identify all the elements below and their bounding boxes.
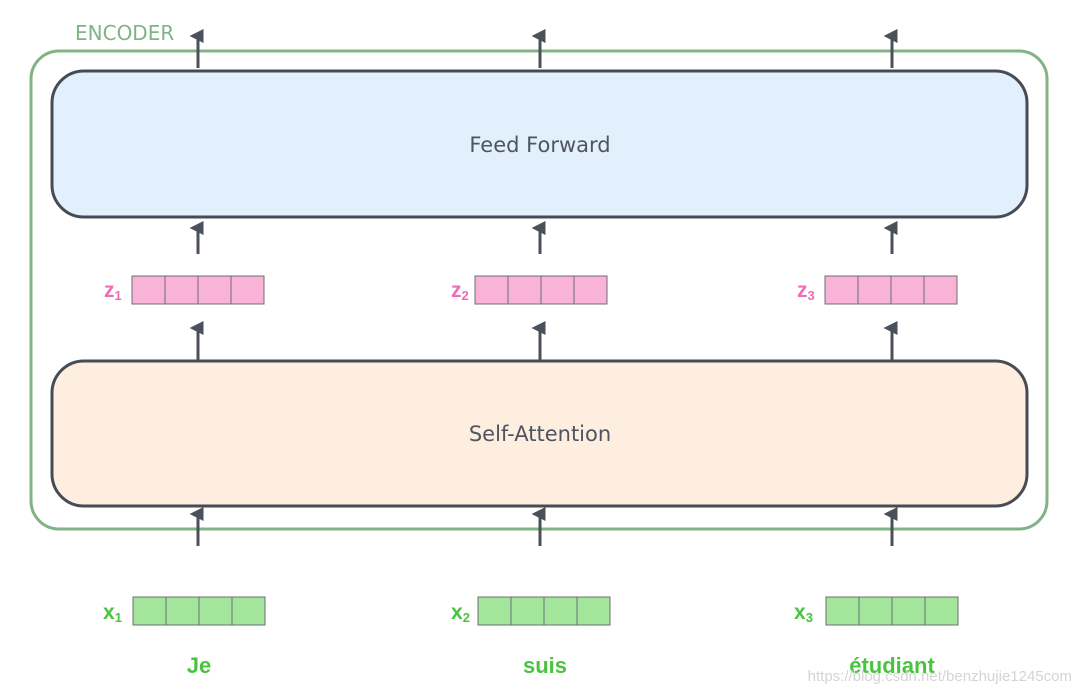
z3-vector: z3 (797, 275, 958, 305)
svg-text:z3: z3 (797, 279, 815, 303)
x2-cells (477, 596, 611, 626)
x-vector-cell (132, 596, 167, 626)
x-vector-cell (198, 596, 233, 626)
word-je: Je (187, 653, 211, 678)
z1-subscript: 1 (115, 288, 122, 303)
self-attention-label: Self-Attention (469, 422, 611, 446)
z3-subscript: 3 (808, 288, 815, 303)
svg-text:z1: z1 (104, 279, 122, 303)
x3-subscript: 3 (806, 610, 813, 625)
x-vector-cell (231, 596, 266, 626)
x-vector-cell (510, 596, 545, 626)
feed-forward-label: Feed Forward (469, 133, 610, 157)
self-attention-block (50, 359, 1029, 508)
z2-cells (474, 275, 608, 305)
svg-text:z2: z2 (451, 279, 469, 303)
x2-label: x (451, 601, 463, 624)
z1-label: z (104, 279, 115, 302)
z-vector-cell (857, 275, 892, 305)
arrows-group (189, 29, 898, 546)
z-vector-cell (540, 275, 575, 305)
z-vector-cell (573, 275, 608, 305)
x1-label: x (103, 601, 115, 624)
x-vector-cell (477, 596, 512, 626)
z-vector-cell (131, 275, 166, 305)
svg-text:x2: x2 (451, 601, 470, 625)
encoder-title: ENCODER (75, 21, 174, 45)
x3-cells (825, 596, 959, 626)
z2-label: z (451, 279, 462, 302)
z-vector-cell (197, 275, 232, 305)
x-vector-cell (924, 596, 959, 626)
z-vector-cell (890, 275, 925, 305)
z3-label: z (797, 279, 808, 302)
word-etudiant: étudiant (849, 653, 935, 678)
x-vector-cell (858, 596, 893, 626)
x-vector-cell (891, 596, 926, 626)
z2-vector: z2 (451, 275, 608, 305)
z-vector-cell (164, 275, 199, 305)
feed-forward-block (50, 69, 1029, 219)
svg-text:x1: x1 (103, 601, 122, 625)
z2-subscript: 2 (462, 288, 469, 303)
z-vector-cell (474, 275, 509, 305)
x1-cells (132, 596, 266, 626)
x1-subscript: 1 (115, 610, 122, 625)
x3-label: x (794, 601, 806, 624)
watermark: https://blog.csdn.net/benzhujie1245com (808, 668, 1072, 685)
x-vector-cell (543, 596, 578, 626)
x-vector-cell (576, 596, 611, 626)
word-suis: suis (523, 653, 567, 678)
x3-vector: x3 (794, 596, 959, 626)
z-vector-cell (824, 275, 859, 305)
x2-subscript: 2 (463, 610, 470, 625)
z1-cells (131, 275, 265, 305)
z3-cells (824, 275, 958, 305)
x2-vector: x2 (451, 596, 611, 626)
z-vector-cell (507, 275, 542, 305)
x-vector-cell (165, 596, 200, 626)
x1-vector: x1 (103, 596, 266, 626)
svg-text:x3: x3 (794, 601, 813, 625)
z-vector-cell (923, 275, 958, 305)
z1-vector: z1 (104, 275, 265, 305)
z-vector-cell (230, 275, 265, 305)
x-vector-cell (825, 596, 860, 626)
